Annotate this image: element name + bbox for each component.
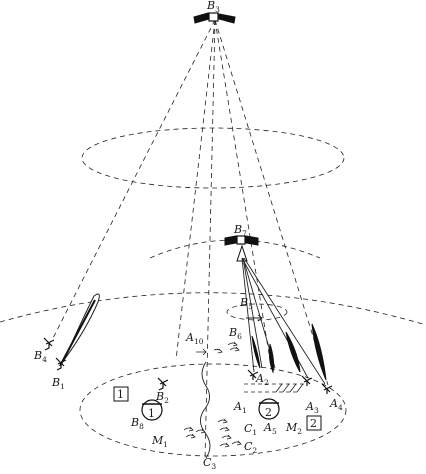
label-b2: B2 [155, 390, 169, 405]
terminal-a4-icon [321, 383, 333, 394]
cone-line-left-inner [175, 19, 216, 361]
cone-line-right [214, 19, 329, 386]
label-a3: A3 [305, 400, 319, 415]
box-2-number: 2 [310, 417, 317, 430]
middle-orbit-arc [149, 239, 321, 259]
label-b3: B3 [206, 0, 220, 14]
station-circle-1: 1 [141, 399, 163, 421]
link-b7-left [241, 257, 255, 373]
label-m2: M2 [285, 421, 302, 436]
a1-hatch-platform [244, 383, 304, 393]
label-a5: A5 [263, 421, 277, 436]
satellite-b7-icon [224, 235, 259, 262]
beam-lobe-a3 [285, 331, 301, 373]
c-flow-arrows-icon [183, 418, 242, 448]
box-2 [306, 415, 322, 431]
label-a1: A1 [233, 400, 247, 415]
terminal-b4-icon [43, 337, 55, 351]
satellite-b3-icon [193, 12, 236, 24]
ground-region-ellipse [79, 363, 347, 457]
circle-1-number: 1 [148, 407, 155, 420]
link-b7-a4 [243, 257, 326, 385]
cone-line-left [51, 19, 216, 341]
earth-surface-arc [0, 292, 426, 326]
beam-lobe-a2 [251, 335, 261, 369]
b6-arrows-icon [227, 341, 240, 352]
beam-lobe-a5 [268, 343, 275, 374]
terminal-a2-icon [247, 369, 259, 380]
cone-line-right-inner [214, 19, 271, 361]
label-a2: A2 [255, 372, 269, 387]
label-a4: A4 [329, 397, 343, 412]
label-m1: M1 [151, 434, 168, 449]
beam-b1-b4-axis [59, 299, 96, 367]
label-c1: C1 [244, 422, 257, 437]
label-b8: B8 [130, 416, 144, 431]
label-b4: B4 [33, 349, 47, 364]
label-c2: C2 [244, 440, 257, 455]
box-1-number: 1 [117, 388, 124, 401]
cone-line-center [204, 19, 216, 461]
terminal-b1-icon [55, 357, 67, 371]
b5-arrow-icon [246, 314, 263, 322]
link-b7-a2-1 [242, 257, 263, 369]
label-b6: B6 [228, 326, 242, 341]
beam-lobe-a4 [311, 323, 327, 381]
terminal-b2-icon [157, 377, 169, 391]
terminal-a3-icon [301, 375, 313, 386]
circle-2-number: 2 [265, 406, 272, 419]
station-circle-2: 2 [258, 398, 280, 420]
label-a10: A10 [185, 331, 204, 346]
box-1 [113, 386, 129, 402]
upper-coverage-ellipse [81, 127, 345, 189]
label-b7: B7 [233, 223, 247, 238]
label-b5: B5 [239, 296, 253, 311]
label-c3: C3 [203, 456, 216, 469]
a10-arrows-icon [196, 348, 223, 356]
label-b1: B1 [51, 376, 65, 391]
boundary-c3 [200, 361, 211, 459]
b5-coverage-ellipse [226, 303, 288, 321]
